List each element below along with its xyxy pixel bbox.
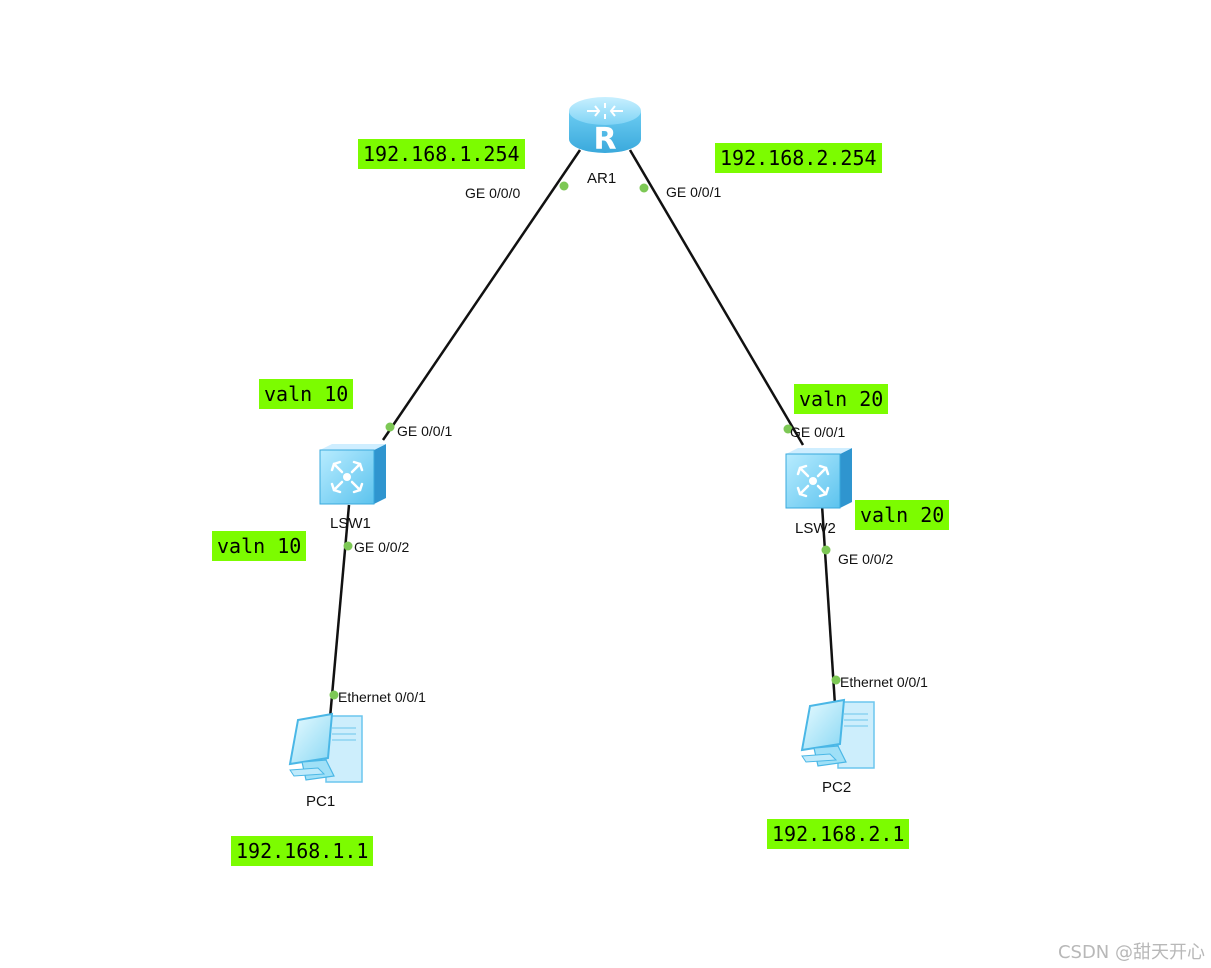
note-lsw1-downlink-vlan: valn 10 (212, 531, 307, 561)
note-pc2-ip: 192.168.2.1 (767, 819, 910, 849)
port-dot-lsw2-ge002 (821, 545, 831, 555)
note-lsw2-uplink-vlan: valn 20 (794, 384, 889, 414)
link-lsw1-pc1[interactable] (328, 504, 351, 719)
switch-icon-lsw2[interactable] (785, 448, 852, 509)
port-dot-ar1-ge000 (559, 181, 569, 191)
port-label-lsw1-ge001: GE 0/0/1 (397, 423, 453, 439)
port-dot-pc1-eth (329, 690, 339, 700)
switch1-label: LSW1 (330, 515, 371, 532)
note-lsw1-uplink-vlan: valn 10 (259, 379, 354, 409)
pc-icon-pc1[interactable] (288, 712, 363, 783)
svg-text:R: R (593, 122, 616, 157)
port-label-lsw2-ge002: GE 0/0/2 (838, 551, 894, 567)
port-label-pc1-eth: Ethernet 0/0/1 (338, 689, 426, 705)
note-ar1-ge000-ip: 192.168.1.254 (358, 139, 525, 169)
switch2-label: LSW2 (795, 520, 836, 537)
port-label-lsw1-ge002: GE 0/0/2 (354, 539, 410, 555)
pc1-label: PC1 (306, 793, 336, 810)
port-label-lsw2-ge001: GE 0/0/1 (790, 424, 846, 440)
link-ar1-lsw2[interactable] (628, 149, 805, 446)
router-label: AR1 (587, 170, 617, 187)
router-icon[interactable]: R (569, 97, 641, 157)
port-dot-lsw1-ge001 (385, 422, 395, 432)
links (328, 149, 837, 719)
port-label-ar1-ge000: GE 0/0/0 (465, 185, 521, 201)
port-dot-lsw2-ge001 (783, 424, 793, 434)
port-dot-ar1-ge001 (639, 183, 649, 193)
pc-icon-pc2[interactable] (800, 698, 875, 769)
watermark: CSDN @甜天开心 (1057, 942, 1205, 963)
link-lsw2-pc2[interactable] (820, 504, 837, 706)
note-pc1-ip: 192.168.1.1 (231, 836, 374, 866)
pc2-label: PC2 (822, 779, 852, 796)
switch-icon-lsw1[interactable] (319, 444, 386, 505)
port-dot-pc2-eth (831, 675, 841, 685)
port-label-pc2-eth: Ethernet 0/0/1 (840, 674, 928, 690)
note-lsw2-downlink-vlan: valn 20 (855, 500, 950, 530)
port-dot-lsw1-ge002 (343, 541, 353, 551)
note-ar1-ge001-ip: 192.168.2.254 (715, 143, 882, 173)
link-ar1-lsw1[interactable] (381, 149, 582, 441)
port-dots (329, 181, 841, 700)
port-label-ar1-ge001: GE 0/0/1 (666, 184, 722, 200)
